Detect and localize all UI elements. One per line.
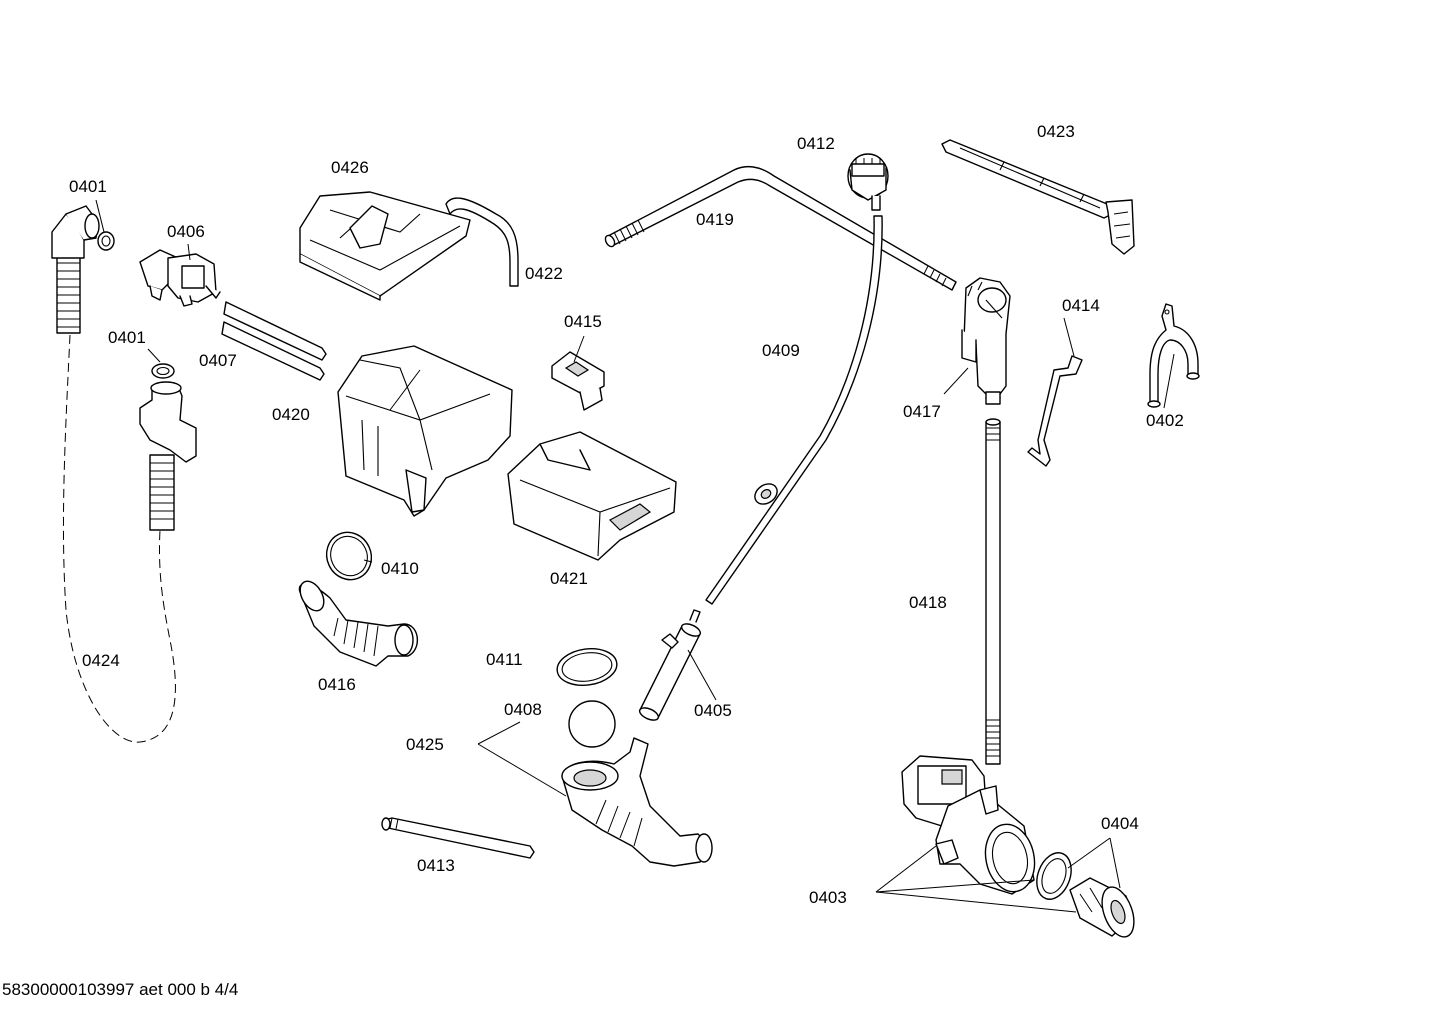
label-0420: 0420 <box>272 405 310 424</box>
label-0412: 0412 <box>797 134 835 153</box>
label-0408: 0408 <box>504 700 542 719</box>
part-0415-clip <box>551 351 605 411</box>
label-0406: 0406 <box>167 222 205 241</box>
part-0419-hose <box>604 165 957 291</box>
part-0423-rail <box>941 139 1135 255</box>
part-0420-hose <box>221 321 325 381</box>
part-0406-valve <box>139 249 221 307</box>
label-0402: 0402 <box>1146 411 1184 430</box>
part-inlet-hose-upper <box>51 205 100 334</box>
label-0403: 0403 <box>809 888 847 907</box>
part-0414-rod <box>1027 355 1083 467</box>
label-0415: 0415 <box>564 312 602 331</box>
label-0401-upper: 0401 <box>69 177 107 196</box>
label-0424: 0424 <box>82 651 120 670</box>
label-0414: 0414 <box>1062 296 1100 315</box>
part-0413-hose <box>381 817 535 859</box>
part-0401-washer-lower <box>151 363 175 379</box>
part-0421-drawer <box>507 431 677 561</box>
part-0425-sump-hose <box>561 737 713 867</box>
label-0422: 0422 <box>525 264 563 283</box>
label-0413: 0413 <box>417 856 455 875</box>
label-0421: 0421 <box>550 569 588 588</box>
part-0401-washer-upper <box>97 231 115 251</box>
leader-lines <box>95 199 1175 913</box>
label-0401-lower: 0401 <box>108 328 146 347</box>
label-0425: 0425 <box>406 735 444 754</box>
part-0408-ball <box>568 700 616 748</box>
label-0409: 0409 <box>762 341 800 360</box>
part-0424-hose <box>62 334 176 743</box>
part-0402-hose-guide <box>1147 303 1200 408</box>
part-0410-ring <box>325 531 373 581</box>
part-labels: 0401 0401 0402 0403 0404 0405 0406 0407 … <box>69 122 1184 907</box>
label-0411: 0411 <box>486 650 523 669</box>
part-0409-tube <box>705 215 883 605</box>
label-0419: 0419 <box>696 210 734 229</box>
part-dispenser-housing <box>337 345 513 517</box>
part-0412-pressure-switch <box>847 153 889 211</box>
part-0407-hose <box>223 301 327 361</box>
label-0418: 0418 <box>909 593 947 612</box>
part-0403-drain-pump <box>901 755 1036 895</box>
part-0411-ring <box>556 647 618 687</box>
part-0426-dispenser-lid <box>299 191 471 301</box>
part-0422-tube <box>445 197 519 287</box>
part-0417-air-trap <box>961 277 1011 405</box>
part-0416-bellows <box>298 580 418 667</box>
label-0405: 0405 <box>694 701 732 720</box>
label-0416: 0416 <box>318 675 356 694</box>
label-0407: 0407 <box>199 351 237 370</box>
part-0404-seal <box>1036 852 1072 900</box>
document-id-footer: 58300000103997 aet 000 b 4/4 <box>2 980 239 999</box>
part-0404-filter <box>1069 877 1135 938</box>
label-0423: 0423 <box>1037 122 1075 141</box>
part-inlet-hose-lower <box>139 381 197 531</box>
part-0405-heater <box>638 609 702 721</box>
label-0417: 0417 <box>903 402 941 421</box>
label-0404: 0404 <box>1101 814 1139 833</box>
label-0426: 0426 <box>331 158 369 177</box>
label-0410: 0410 <box>381 559 419 578</box>
part-0418-hose <box>985 418 1001 765</box>
